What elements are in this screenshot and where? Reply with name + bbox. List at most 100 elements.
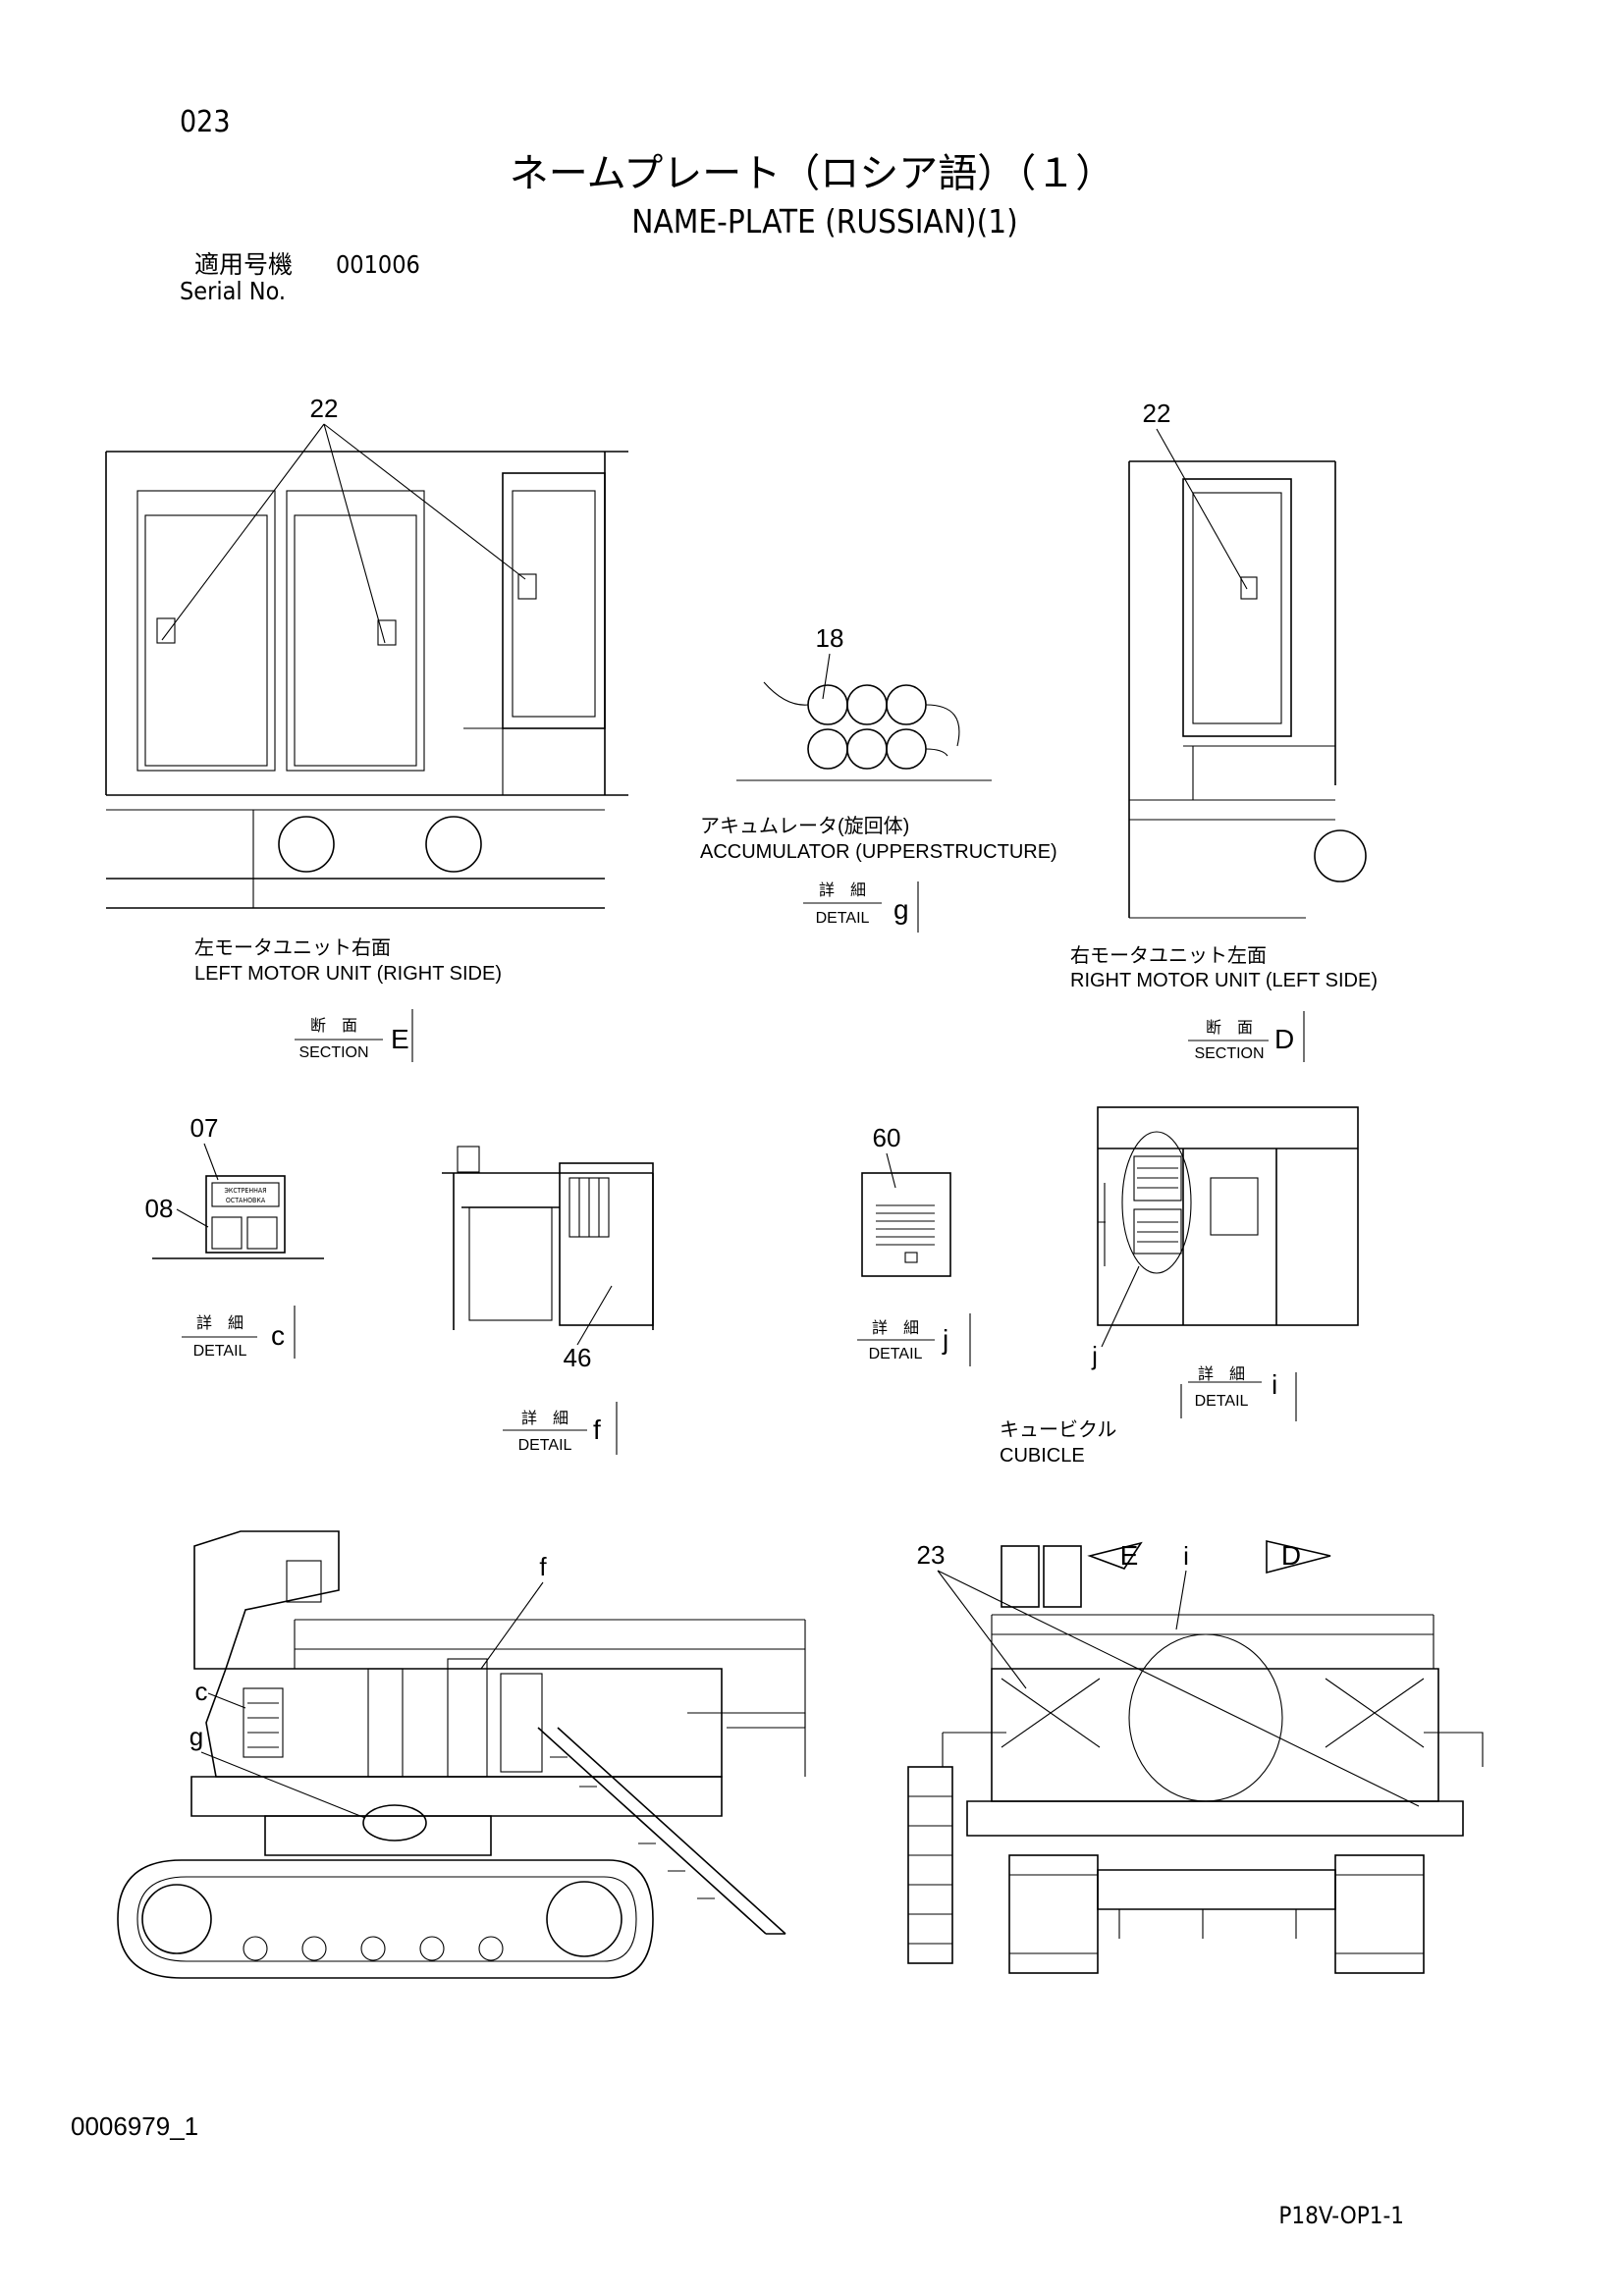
upperstructure-body	[205, 1668, 723, 1778]
box-top-text: 詳 細	[872, 1319, 919, 1337]
box-letter: f	[593, 1415, 601, 1445]
cubicle-caption-jp: キュービクル	[1000, 1418, 1116, 1441]
side-walkway	[687, 1712, 806, 1777]
box-top-text: 断 面	[310, 1017, 357, 1035]
louver-slats	[578, 1178, 600, 1237]
handrails-top	[294, 1619, 806, 1728]
exhaust-stack	[1001, 1545, 1040, 1608]
page-code: P18V-OP1-1	[1278, 2202, 1404, 2229]
upperstructure-rear	[991, 1668, 1439, 1802]
accumulator-bottle	[886, 684, 927, 725]
operator-cab	[193, 1530, 340, 1670]
door-left-2	[286, 490, 425, 772]
accumulator-caption-jp: アキュムレータ(旋回体)	[700, 815, 909, 837]
box-lines	[1180, 1372, 1297, 1421]
box-top-text: 詳 細	[521, 1410, 568, 1427]
access-ladder	[907, 1766, 953, 1964]
callout-46: 46	[564, 1343, 592, 1372]
leader-lines	[176, 1143, 219, 1228]
door-f	[447, 1658, 488, 1778]
roller	[243, 1936, 268, 1961]
louver-slats	[876, 1204, 935, 1246]
serial-label-japanese: 適用号機	[194, 251, 293, 279]
box-bottom-text: DETAIL	[1195, 1393, 1249, 1410]
ladder-rungs	[908, 1795, 952, 1945]
cubicle-window	[1210, 1177, 1259, 1236]
left-motor-caption-jp: 左モータユニット右面	[194, 936, 391, 959]
left-motor-caption-en: LEFT MOTOR UNIT (RIGHT SIDE)	[194, 963, 502, 985]
frame-lines	[105, 451, 628, 909]
leader-line	[886, 1152, 896, 1189]
box-bottom-text: SECTION	[298, 1044, 368, 1061]
box-bottom-text: DETAIL	[816, 910, 870, 927]
box-top-text: 詳 細	[1198, 1365, 1245, 1383]
leader-c	[207, 1692, 246, 1709]
leader-i	[1175, 1570, 1187, 1630]
cab-window	[286, 1560, 322, 1603]
box-bottom-text: DETAIL	[869, 1346, 923, 1362]
leader-lines-23	[937, 1570, 1420, 1807]
detail-f-view: 46 詳 細 DETAIL f	[442, 1146, 654, 1455]
name-plate-22	[377, 619, 397, 646]
detail-g-box: 詳 細 DETAIL g	[803, 881, 919, 933]
cabinet-door-panel	[512, 490, 596, 718]
box-letter: i	[1272, 1369, 1277, 1400]
section-e-box: 断 面 SECTION E	[295, 1009, 413, 1062]
cabinet-door-panel	[1192, 492, 1282, 724]
box-lines	[1188, 1011, 1305, 1062]
accumulator-bottle	[807, 684, 848, 725]
section-d-box: 断 面 SECTION D	[1188, 1011, 1305, 1062]
detail-j-circle	[1121, 1131, 1192, 1274]
accumulator-g-marker	[362, 1804, 427, 1842]
callout-07: 07	[190, 1113, 219, 1143]
label-i: i	[1183, 1541, 1189, 1571]
detail-f-box: 詳 細 DETAIL f	[503, 1402, 618, 1455]
callout-23: 23	[917, 1540, 946, 1570]
ladder	[367, 1668, 404, 1778]
drawing-code: 0006979_1	[71, 2111, 198, 2141]
crawler-left	[1008, 1854, 1099, 1974]
cabinet-door	[1182, 478, 1292, 737]
exhaust-stack	[1043, 1545, 1082, 1608]
sprocket	[546, 1881, 623, 1957]
box-lines	[857, 1313, 971, 1366]
leader-f	[480, 1581, 544, 1670]
serial-value: 001006	[336, 250, 420, 279]
lifting-eye	[457, 1146, 480, 1173]
right-motor-unit-view: 22 右モータユニット左面 RIGHT MOTOR UNIT (LEFT SID…	[1070, 399, 1378, 1062]
box-letter: g	[893, 894, 909, 925]
carbody-rear	[966, 1800, 1464, 1837]
leader-g	[200, 1751, 366, 1819]
box-lines	[503, 1402, 618, 1455]
crawler-right	[1334, 1854, 1425, 1974]
stair-treads	[550, 1756, 715, 1899]
louver-panel	[861, 1172, 951, 1277]
title-japanese: ネームプレート（ロシア語）（１）	[510, 152, 1114, 195]
name-plate-22	[156, 617, 176, 644]
lower-frame	[1097, 1869, 1336, 1910]
arrow-d-letter: D	[1281, 1540, 1301, 1571]
callout-22-right-motor: 22	[1143, 399, 1171, 428]
leader-line	[1156, 428, 1248, 590]
name-plate-22	[517, 573, 537, 600]
pointer-j: j	[1091, 1341, 1098, 1370]
cubicle-outline	[1097, 1106, 1359, 1326]
serial-label-english: Serial No.	[180, 277, 286, 305]
crawler-track-outer	[117, 1859, 654, 1979]
leader-lines	[161, 423, 526, 644]
detail-c-box: 詳 細 DETAIL c	[182, 1306, 296, 1360]
door-panel	[468, 1206, 553, 1321]
box-letter: E	[391, 1024, 409, 1054]
accumulator-view: 18 アキュムレータ(旋回体) ACCUMULATOR (UPPERSTRUCT…	[700, 623, 1057, 933]
right-motor-caption-jp: 右モータユニット左面	[1070, 944, 1267, 967]
base-lines	[106, 727, 605, 908]
carbody	[264, 1815, 492, 1856]
round-cover	[425, 816, 482, 873]
cubicle-view: j キュービクル CUBICLE 詳 細 DETAIL i	[1000, 1106, 1359, 1467]
button-panel	[246, 1216, 278, 1250]
access-stairs	[537, 1727, 786, 1935]
arrow-e	[1087, 1541, 1143, 1570]
name-plate-60	[904, 1252, 918, 1263]
machine-rear-view: 23 E i D	[907, 1539, 1484, 1974]
cubicle-caption-en: CUBICLE	[1000, 1445, 1085, 1467]
